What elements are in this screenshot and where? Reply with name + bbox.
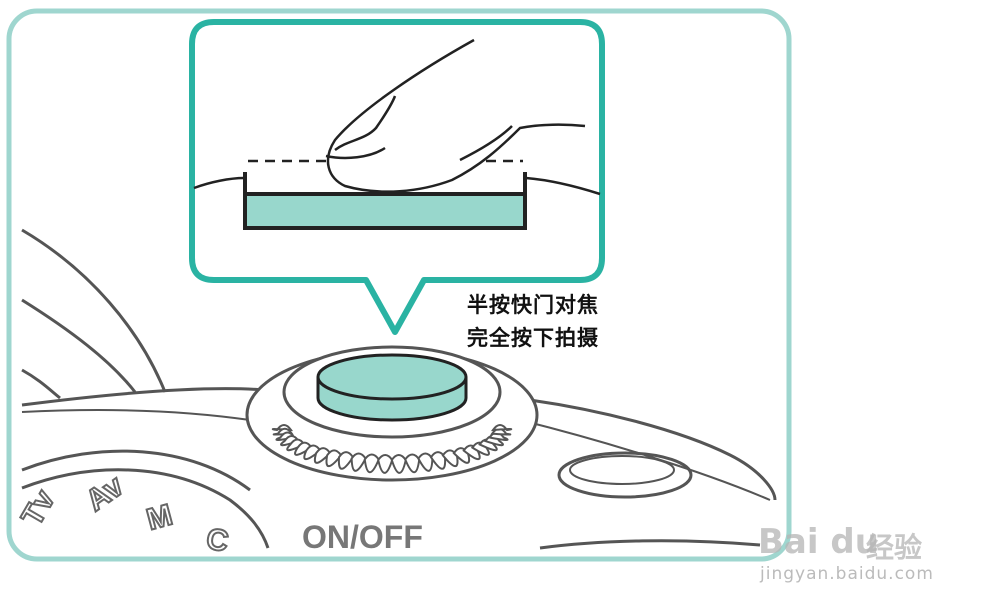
callout-button-housing [243,172,527,230]
caption-half-press: 半按快门对焦 [467,292,599,317]
power-label: ON/OFF [302,519,423,555]
lower-edge-line [539,539,761,550]
zoom-ring-tooth [490,424,513,432]
zoom-ring-teeth [271,424,513,474]
camera-body [21,228,777,501]
power-button-inner [569,455,675,485]
power-button-outer [557,451,693,499]
watermark-logo: Bai du [758,522,879,562]
callout-camera-profile [193,176,601,196]
watermark-brand-cn: 经验 [866,531,923,564]
shutter-button-top [316,353,468,401]
finger-icon [325,38,586,193]
callout-button-rest [245,194,525,228]
caption-full-press: 完全按下拍摄 [467,325,599,350]
mode-dial [21,449,270,549]
watermark-url: jingyan.baidu.com [760,564,934,584]
